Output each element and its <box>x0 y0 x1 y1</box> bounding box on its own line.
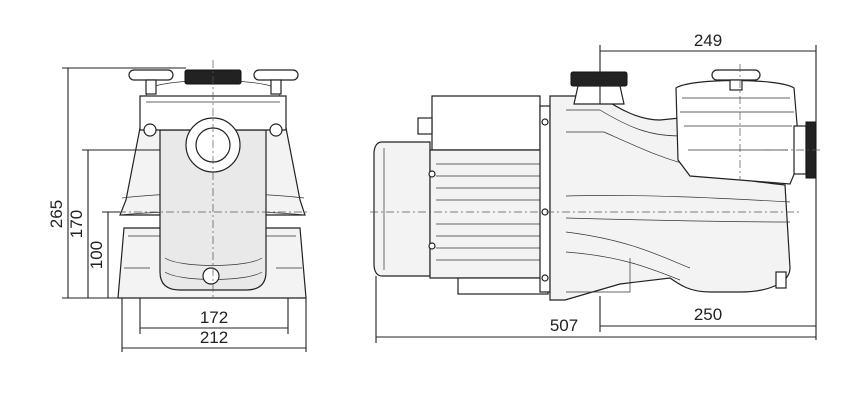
front-drain-plug <box>202 267 220 285</box>
dim-front-width-outer: 212 <box>200 328 228 347</box>
front-left-knob <box>128 69 174 95</box>
front-view <box>117 60 308 300</box>
side-flange <box>539 105 551 293</box>
front-bolt-right <box>269 123 283 137</box>
side-terminal-box <box>431 95 541 151</box>
dim-front-height-low: 100 <box>87 241 106 269</box>
side-pump-body <box>549 95 791 301</box>
side-view <box>370 64 822 301</box>
side-strainer-housing <box>675 79 801 185</box>
side-dimensions <box>375 45 817 343</box>
side-top-cap <box>570 71 628 87</box>
front-right-knob <box>253 69 299 95</box>
side-motor-body <box>429 149 549 279</box>
side-motor-endcap <box>373 141 431 277</box>
dim-side-length-total: 507 <box>550 316 578 335</box>
dim-front-width-inner: 172 <box>200 308 228 327</box>
dim-side-length-top: 249 <box>694 31 722 50</box>
front-bolt-left <box>143 123 157 137</box>
dim-side-length-bottom: 250 <box>694 305 722 324</box>
side-lid-knob <box>711 69 761 81</box>
side-motor-foot <box>457 277 549 295</box>
side-motor-fins <box>436 163 540 261</box>
front-dimensions <box>62 67 307 352</box>
dim-front-height-total: 265 <box>47 200 66 228</box>
side-cable-gland <box>417 117 433 135</box>
dim-front-height-mid: 170 <box>67 210 86 238</box>
